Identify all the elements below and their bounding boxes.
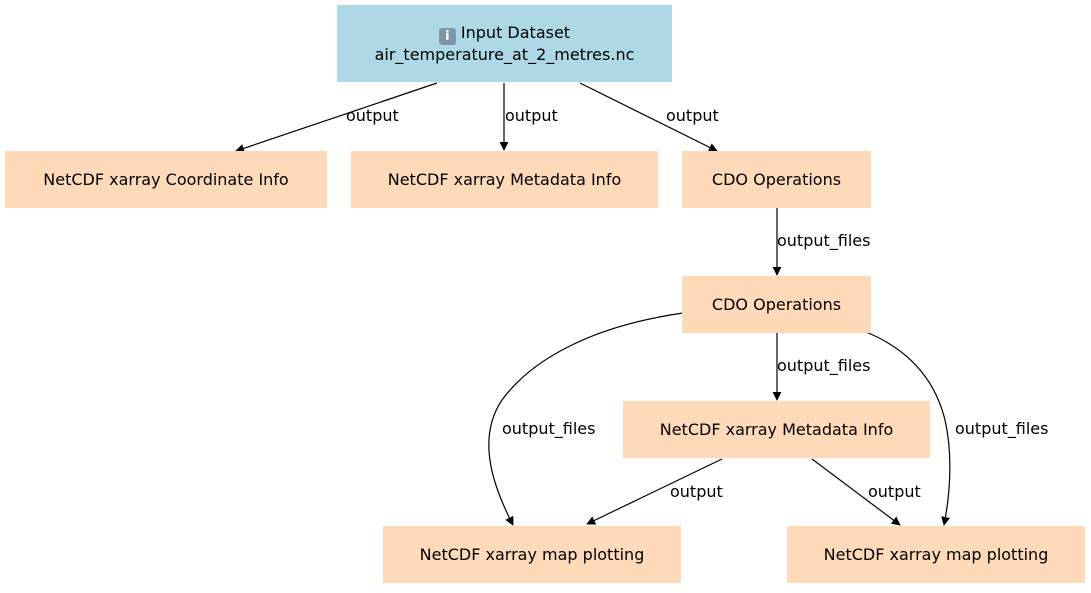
edge-label: output	[670, 482, 723, 501]
edge-metadata-info-2-to-map-plot-1	[586, 458, 723, 525]
node-label: CDO Operations	[711, 295, 842, 314]
edge-label: output	[346, 106, 399, 125]
cdo-operations-node-2[interactable]: CDO Operations	[682, 276, 871, 333]
input-dataset-filename: air_temperature_at_2_metres.nc	[374, 45, 635, 64]
metadata-info-node-2[interactable]: NetCDF xarray Metadata Info	[623, 401, 930, 458]
info-icon: i	[438, 28, 456, 45]
node-label: NetCDF xarray Coordinate Info	[43, 170, 289, 189]
node-label: NetCDF xarray map plotting	[823, 545, 1049, 564]
edge-metadata-info-2-to-map-plot-2	[811, 458, 901, 526]
cdo-operations-node-1[interactable]: CDO Operations	[682, 151, 871, 208]
edge-label: output	[868, 482, 921, 501]
edge-cdo-ops-2-to-map-plot-1	[488, 312, 684, 526]
edge-label: output	[505, 106, 558, 125]
edge-input-to-cdo-ops-1	[579, 82, 718, 152]
edge-cdo-ops-2-to-map-plot-2	[865, 331, 951, 526]
metadata-info-node-1[interactable]: NetCDF xarray Metadata Info	[351, 151, 658, 208]
edge-label: output_files	[777, 356, 871, 375]
node-label: NetCDF xarray Metadata Info	[659, 420, 894, 439]
map-plotting-node-2[interactable]: NetCDF xarray map plotting	[787, 526, 1085, 583]
edge-label: output	[666, 106, 719, 125]
edge-label: output_files	[777, 231, 871, 250]
node-label: NetCDF xarray Metadata Info	[387, 170, 622, 189]
node-label: CDO Operations	[711, 170, 842, 189]
map-plotting-node-1[interactable]: NetCDF xarray map plotting	[383, 526, 681, 583]
edge-label: output_files	[955, 419, 1049, 438]
coordinate-info-node[interactable]: NetCDF xarray Coordinate Info	[5, 151, 327, 208]
input-dataset-title: Input Dataset	[460, 23, 571, 42]
node-label: NetCDF xarray map plotting	[419, 545, 645, 564]
edge-label: output_files	[502, 419, 596, 438]
edge-input-to-coord-info	[235, 82, 438, 153]
